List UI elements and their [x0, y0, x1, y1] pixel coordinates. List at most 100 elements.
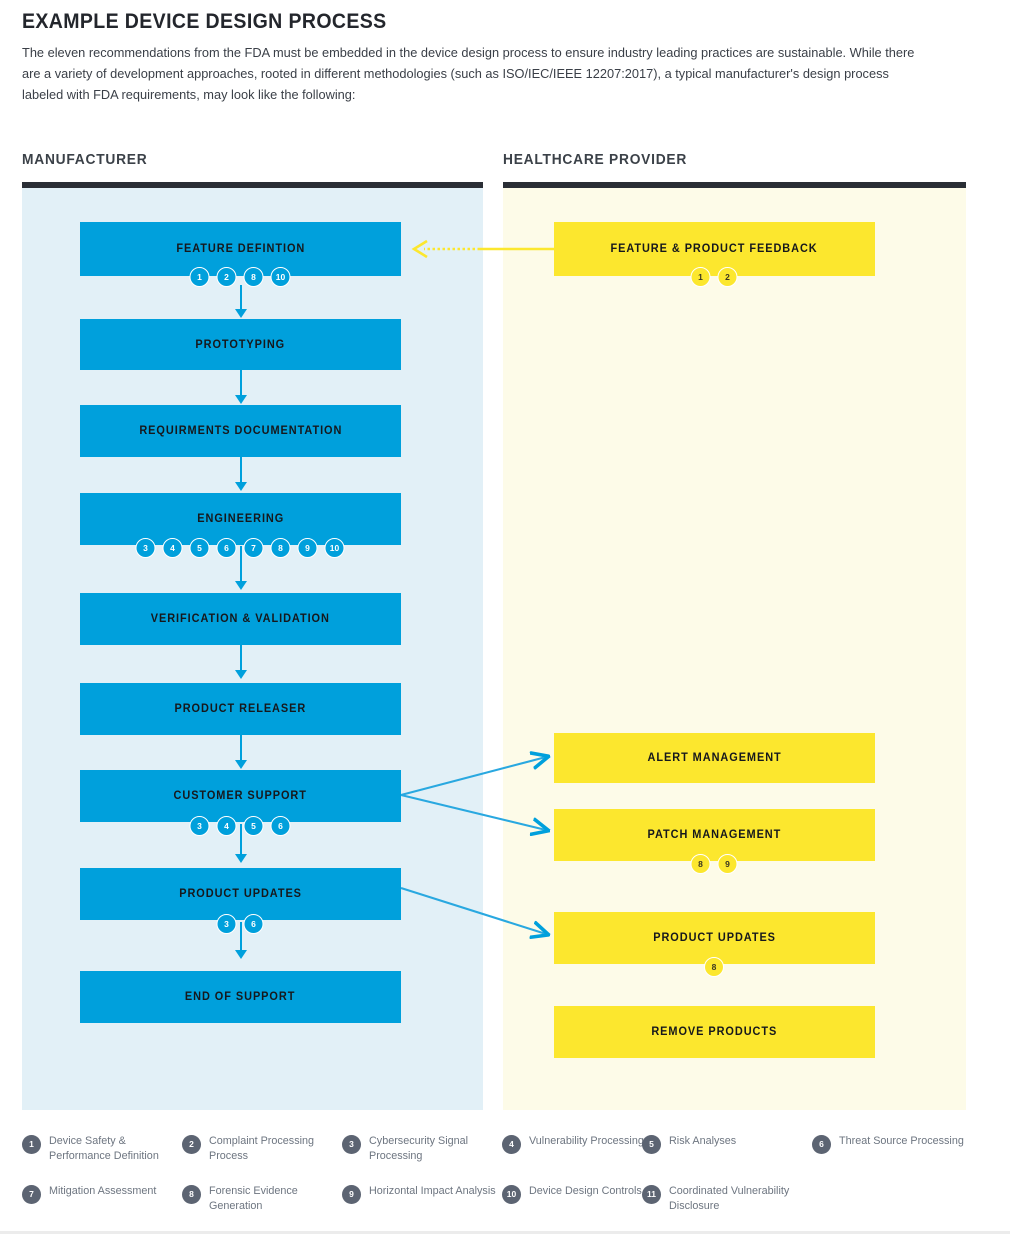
process-box-feature-defintion[interactable]: FEATURE DEFINTION — [80, 222, 401, 276]
legend-badge-4: 4 — [502, 1135, 521, 1154]
process-box-hcp-product-updates[interactable]: PRODUCT UPDATES — [554, 912, 875, 964]
legend-badge-5: 5 — [642, 1135, 661, 1154]
connector-customer-support-to-product-updates — [240, 824, 242, 856]
process-box-prototyping[interactable]: PROTOTYPING — [80, 319, 401, 370]
badge-7[interactable]: 7 — [243, 538, 264, 558]
lane-rule-manufacturer — [22, 182, 483, 188]
arrowhead-verification-to-product-releaser — [235, 670, 247, 679]
process-box-label: REMOVE PRODUCTS — [651, 1026, 778, 1038]
process-box-engineering[interactable]: ENGINEERING — [80, 493, 401, 545]
badge-4[interactable]: 4 — [162, 538, 183, 558]
arrowhead-product-releaser-to-customer-support — [235, 760, 247, 769]
arrowhead-requirements-to-engineering — [235, 482, 247, 491]
legend-badge-9: 9 — [342, 1185, 361, 1204]
legend-label: Forensic Evidence Generation — [209, 1185, 298, 1212]
legend-item-8: 8 Forensic Evidence Generation — [182, 1184, 337, 1213]
lane-heading-manufacturer: MANUFACTURER — [22, 152, 148, 168]
process-box-label: CUSTOMER SUPPORT — [173, 790, 308, 802]
badge-1[interactable]: 1 — [189, 267, 210, 287]
legend-badge-6: 6 — [812, 1135, 831, 1154]
process-box-product-releaser[interactable]: PRODUCT RELEASER — [80, 683, 401, 735]
badge-3[interactable]: 3 — [189, 816, 210, 836]
process-box-label: END OF SUPPORT — [185, 991, 296, 1003]
badge-8[interactable]: 8 — [704, 957, 724, 977]
badge-6[interactable]: 6 — [216, 538, 237, 558]
badge-5[interactable]: 5 — [243, 816, 264, 836]
process-box-label: ALERT MANAGEMENT — [647, 752, 782, 764]
badge-2[interactable]: 2 — [216, 267, 237, 287]
process-box-label: REQUIRMENTS DOCUMENTATION — [138, 425, 343, 437]
process-box-label: PRODUCT UPDATES — [179, 888, 302, 900]
legend-badge-8: 8 — [182, 1185, 201, 1204]
arrowhead-feature-to-prototyping — [235, 309, 247, 318]
process-box-label: FEATURE DEFINTION — [176, 243, 305, 255]
legend-badge-11: 11 — [642, 1185, 661, 1204]
legend-item-7: 7 Mitigation Assessment — [22, 1184, 156, 1204]
process-box-requirments-documentation[interactable]: REQUIRMENTS DOCUMENTATION — [80, 405, 401, 457]
process-box-label: PATCH MANAGEMENT — [647, 829, 782, 841]
process-box-verification-validation[interactable]: VERIFICATION & VALIDATION — [80, 593, 401, 645]
process-box-product-updates[interactable]: PRODUCT UPDATES — [80, 868, 401, 920]
arrowhead-customer-support-to-product-updates — [235, 854, 247, 863]
badge-3[interactable]: 3 — [135, 538, 156, 558]
legend-badge-10: 10 — [502, 1185, 521, 1204]
process-box-label: PROTOTYPING — [195, 338, 286, 351]
process-box-feature-product-feedback[interactable]: FEATURE & PRODUCT FEEDBACK — [554, 222, 875, 276]
page-title: EXAMPLE DEVICE DESIGN PROCESS — [22, 10, 387, 33]
badge-6[interactable]: 6 — [243, 914, 264, 934]
badge-6[interactable]: 6 — [270, 816, 291, 836]
legend-badge-7: 7 — [22, 1185, 41, 1204]
badge-4[interactable]: 4 — [216, 816, 237, 836]
legend-label: Risk Analyses — [669, 1135, 737, 1147]
legend-label: Vulnerability Processing — [529, 1135, 644, 1147]
process-box-label: ENGINEERING — [197, 513, 284, 525]
badge-group-hcp-product-updates: 8 — [704, 957, 724, 977]
lane-healthcare-provider — [503, 182, 966, 1110]
badge-5[interactable]: 5 — [189, 538, 210, 558]
process-box-end-of-support[interactable]: END OF SUPPORT — [80, 971, 401, 1023]
legend-label: Mitigation Assessment — [49, 1185, 157, 1197]
lane-body-healthcare-provider — [503, 188, 966, 1110]
process-box-label: PRODUCT RELEASER — [174, 703, 307, 715]
process-box-patch-management[interactable]: PATCH MANAGEMENT — [554, 809, 875, 861]
legend-label: Device Safety & Performance Definition — [49, 1135, 159, 1162]
process-box-alert-management[interactable]: ALERT MANAGEMENT — [554, 733, 875, 783]
badge-8[interactable]: 8 — [690, 854, 711, 874]
process-box-customer-support[interactable]: CUSTOMER SUPPORT — [80, 770, 401, 822]
legend-item-5: 5 Risk Analyses — [642, 1134, 736, 1154]
badge-9[interactable]: 9 — [297, 538, 318, 558]
badge-8[interactable]: 8 — [270, 538, 291, 558]
badge-10[interactable]: 10 — [270, 267, 291, 287]
process-box-label: VERIFICATION & VALIDATION — [150, 613, 331, 625]
connector-feature-to-prototyping — [240, 285, 242, 312]
badge-2[interactable]: 2 — [717, 267, 738, 287]
badge-8[interactable]: 8 — [243, 267, 264, 287]
lane-rule-healthcare-provider — [503, 182, 966, 188]
arrowhead-prototyping-to-requirements — [235, 395, 247, 404]
legend-badge-2: 2 — [182, 1135, 201, 1154]
legend-item-4: 4 Vulnerability Processing — [502, 1134, 644, 1154]
badge-1[interactable]: 1 — [690, 267, 711, 287]
badge-3[interactable]: 3 — [216, 914, 237, 934]
arrowhead-engineering-to-verification — [235, 581, 247, 590]
badge-9[interactable]: 9 — [717, 854, 738, 874]
connector-engineering-to-verification — [240, 546, 242, 583]
legend-badge-3: 3 — [342, 1135, 361, 1154]
process-box-remove-products[interactable]: REMOVE PRODUCTS — [554, 1006, 875, 1058]
footer-rule — [0, 1231, 1010, 1234]
connector-product-releaser-to-customer-support — [240, 735, 242, 762]
badge-10[interactable]: 10 — [324, 538, 345, 558]
